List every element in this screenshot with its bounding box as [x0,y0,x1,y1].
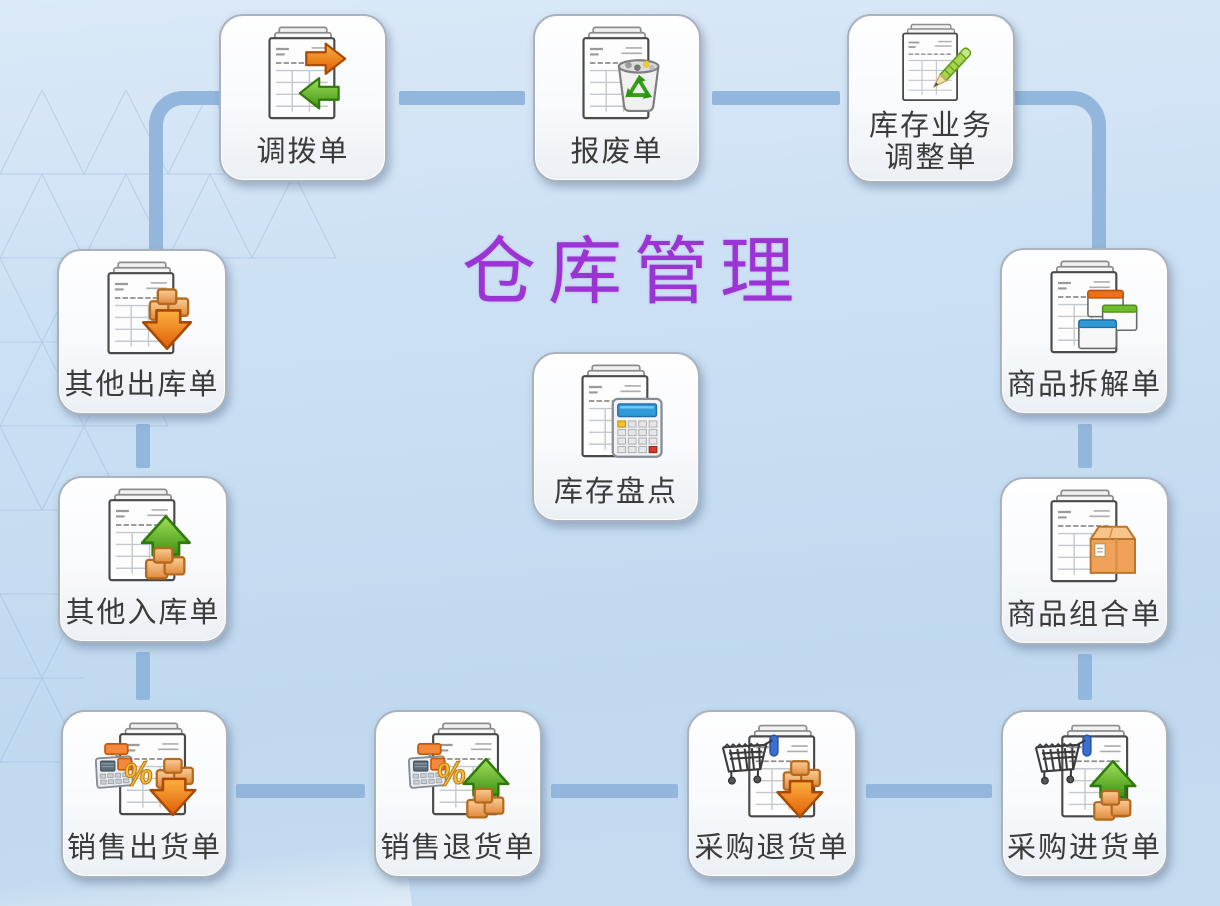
diagram-title: 仓库管理 [462,232,806,314]
node-transfer-order: 调拨单 [219,14,387,182]
node-product-assembly-order: 商品组合单 [1000,477,1169,645]
connector-right-2 [1078,654,1092,700]
connector-bottom-3 [866,784,992,798]
document-package-box-icon [1049,489,1136,583]
node-other-outbound-order: 其他出库单 [57,249,227,415]
node-label: 采购进货单 [1006,831,1162,864]
document-pencil-icon [902,23,972,101]
node-label: 其他入库单 [65,596,221,629]
node-scrap-order: 报废单 [533,14,701,182]
node-product-disassembly-order: 商品拆解单 [1000,248,1169,415]
document-calculator-icon [581,364,663,458]
connector-left-2 [136,652,150,700]
connector-top-1 [399,91,525,105]
node-sales-return-order: % 销售退货单 [374,710,542,878]
document-recycle-bin-icon [582,26,661,120]
node-inventory-business-adjustment-order: 库存业务 调整单 [847,14,1015,183]
node-sales-shipment-order: % 销售出货单 [61,710,228,878]
node-label: 销售出货单 [66,831,222,864]
document-crates-down-arrow-icon [107,261,196,355]
node-label: 销售退货单 [380,831,536,864]
node-label: 报废单 [570,135,664,168]
node-label: 其他出库单 [64,368,220,401]
svg-text:%: % [121,754,155,794]
connector-top-2 [712,91,840,105]
node-label: 调拨单 [256,135,350,168]
node-purchase-return-order: 采购退货单 [687,710,857,878]
connector-right-1 [1078,424,1092,468]
svg-text:%: % [434,754,468,794]
node-label: 库存盘点 [553,475,678,508]
connector-left-1 [136,424,150,468]
connector-bottom-1 [236,784,365,798]
node-label: 采购退货单 [694,831,850,864]
connector-elbow-right [1013,91,1106,257]
shopping-cart-down-arrow-icon [721,724,826,826]
node-other-inbound-order: 其他入库单 [58,476,228,643]
document-transfer-arrows-icon [268,26,347,120]
connector-bottom-2 [551,784,678,798]
node-purchase-inbound-order: 采购进货单 [1001,710,1168,878]
document-windows-icon [1049,260,1137,354]
connector-elbow-left [149,91,233,257]
node-label: 商品组合单 [1006,598,1162,631]
node-label: 库存业务 调整单 [868,110,993,175]
shopping-cart-up-arrow-icon [1034,724,1139,826]
cash-register-percent-down-arrow-icon: % [94,722,199,826]
node-stock-count: 库存盘点 [532,352,700,522]
node-label: 商品拆解单 [1006,368,1162,401]
document-up-arrow-crates-icon [108,488,197,582]
cash-register-percent-up-arrow-icon: % [407,722,512,826]
